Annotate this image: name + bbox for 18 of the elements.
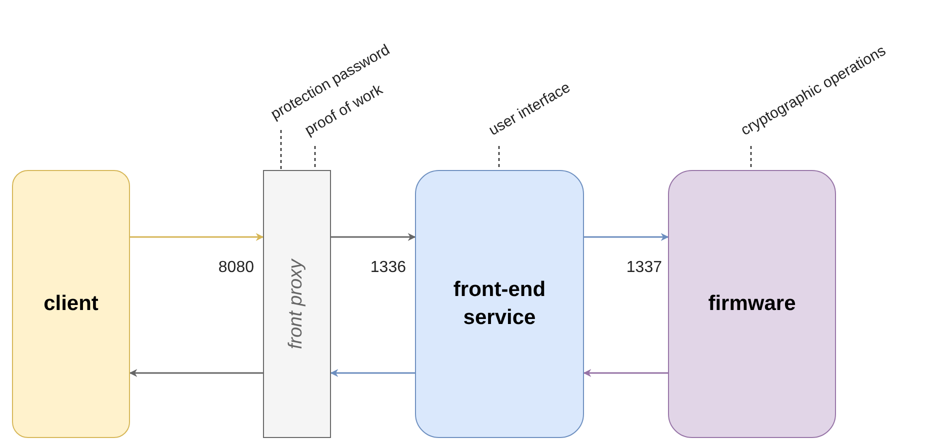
node-label: front-end service bbox=[452, 277, 547, 331]
arrow bbox=[583, 369, 668, 377]
port-label: 1337 bbox=[625, 258, 662, 278]
leader-line bbox=[280, 130, 282, 170]
process-box bbox=[415, 170, 584, 438]
port-label: 8080 bbox=[217, 258, 254, 278]
node-label: firmware bbox=[707, 291, 797, 317]
arrow bbox=[130, 233, 264, 241]
arrow bbox=[331, 233, 416, 241]
process-box bbox=[668, 170, 836, 438]
port-label: 1336 bbox=[369, 258, 406, 278]
arrow bbox=[330, 369, 415, 377]
proxy-box bbox=[263, 170, 331, 438]
process-box bbox=[12, 170, 130, 438]
arrow bbox=[129, 369, 263, 377]
node-label: client bbox=[42, 291, 100, 317]
arrow bbox=[584, 233, 669, 241]
node-label: front proxy bbox=[284, 259, 308, 349]
